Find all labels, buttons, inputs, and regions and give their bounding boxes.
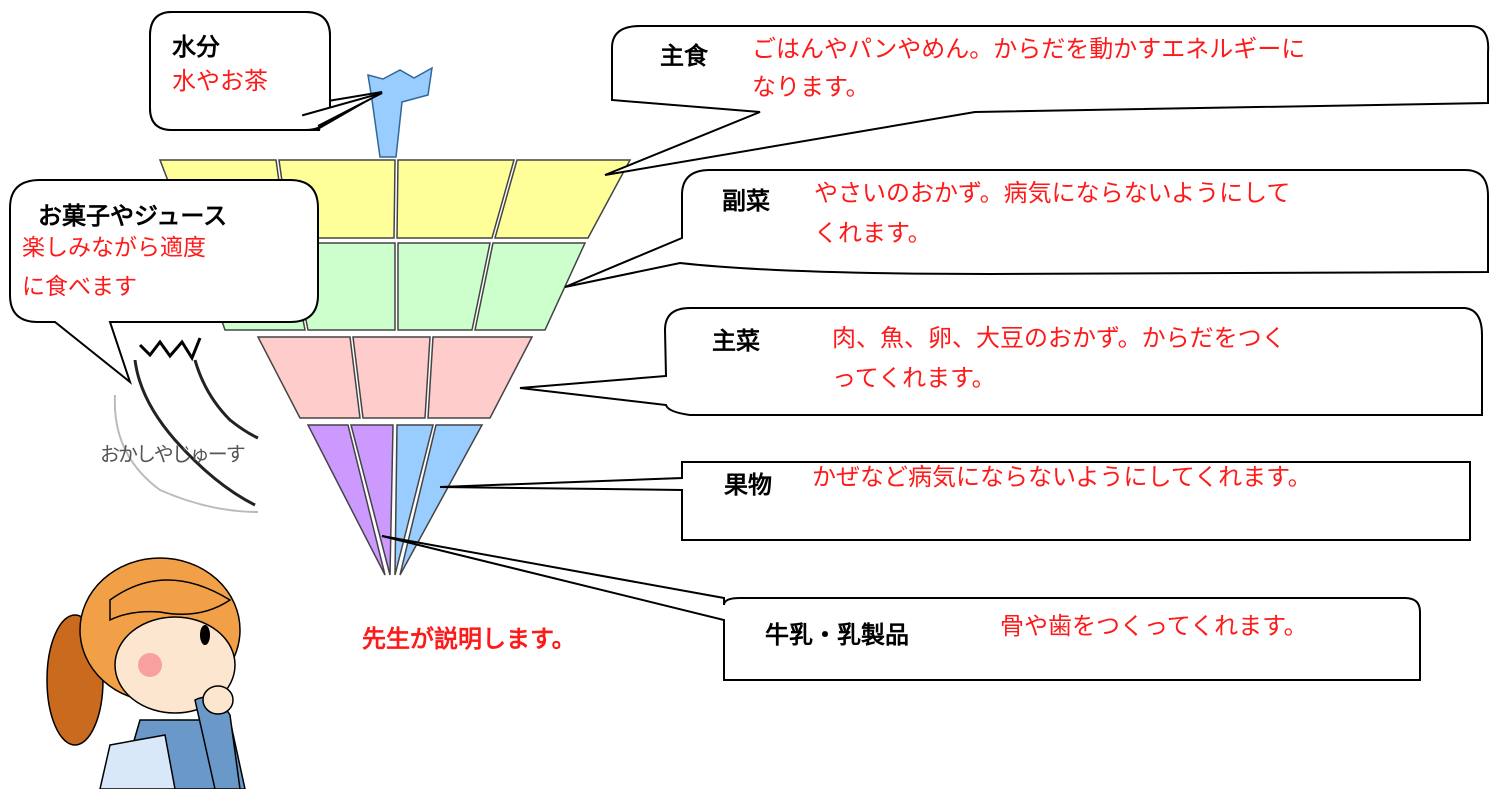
water-desc: 水やお茶 — [172, 67, 268, 95]
callout-side-dish — [564, 169, 1489, 288]
dairy-desc: 骨や歯をつくってくれます。 — [1000, 612, 1308, 640]
water-title: 水分 — [172, 33, 220, 61]
girl-illustration — [46, 557, 246, 789]
callout-staple — [604, 25, 1490, 176]
fruit-title: 果物 — [724, 471, 772, 499]
snack-rope-illustration — [113, 337, 259, 513]
staple-desc-line1: ごはんやパンやめん。からだを動かすエネルギーに — [752, 35, 1306, 63]
side-desc-line1: やさいのおかず。病気にならないようにして — [814, 179, 1291, 207]
callout-dairy — [381, 535, 1421, 681]
staple-title: 主食 — [660, 42, 708, 70]
main-title: 主菜 — [712, 327, 760, 355]
teacher-note: 先生が説明します。 — [362, 625, 576, 653]
water-cup-icon — [367, 66, 433, 158]
rope-label: おかしやじゅーす — [100, 442, 246, 466]
main-desc-line1: 肉、魚、卵、大豆のおかず。からだをつく — [832, 324, 1286, 352]
tier-main-dish — [256, 336, 534, 419]
callout-snacks — [9, 179, 319, 385]
dairy-title: 牛乳・乳製品 — [765, 621, 909, 649]
side-desc-line2: くれます。 — [814, 219, 932, 247]
staple-desc-line2: なります。 — [752, 73, 870, 101]
callout-fruit — [439, 461, 1471, 541]
main-desc-line2: ってくれます。 — [832, 364, 996, 392]
tier-fruit-dairy — [306, 424, 484, 576]
snacks-desc-line1: 楽しみながら適度 — [22, 235, 206, 261]
side-title: 副菜 — [722, 187, 770, 215]
snacks-desc-line2: に食べます — [22, 274, 137, 300]
callout-main-dish — [519, 307, 1483, 416]
fruit-desc: かぜなど病気にならないようにしてくれます。 — [812, 463, 1312, 491]
snacks-title: お菓子やジュース — [38, 202, 228, 230]
